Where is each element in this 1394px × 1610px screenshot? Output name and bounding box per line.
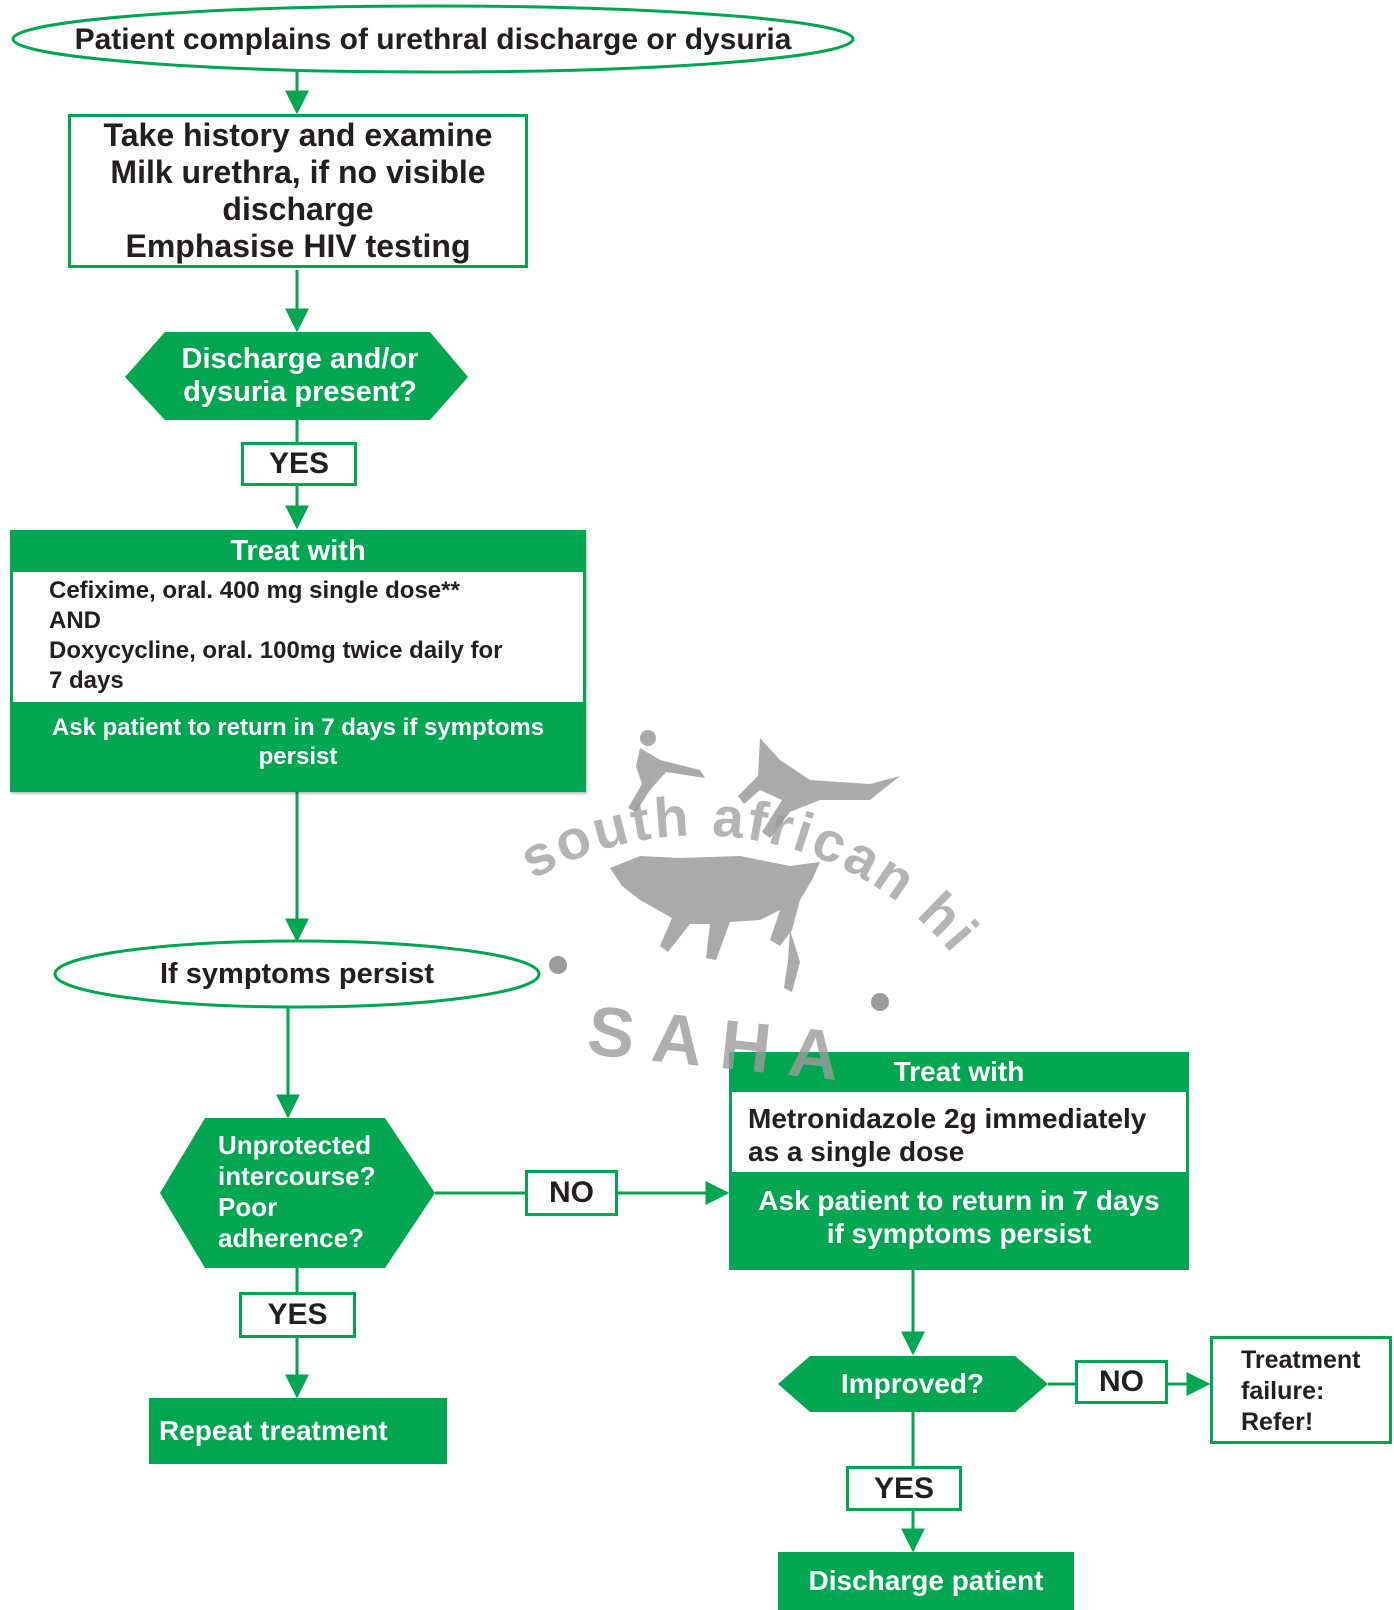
persist-text: If symptoms persist [160, 957, 434, 990]
treat2-block: Treat with Metronidazole 2g immediately … [729, 1052, 1189, 1270]
treat1-footer-line: persist [258, 743, 338, 770]
treat1-line: AND [49, 607, 101, 634]
decision2-text: Unprotected intercourse? Poor adherence? [218, 1130, 418, 1254]
no-label: NO [1075, 1360, 1168, 1404]
yes-label: YES [846, 1466, 962, 1511]
start-text: Patient complains of urethral discharge … [74, 23, 792, 56]
history-line: Milk urethra, if no visible [110, 154, 486, 190]
treat2-footer-line: if symptoms persist [826, 1218, 1092, 1249]
failure-line: Refer! [1241, 1408, 1314, 1436]
treat2-line: Metronidazole 2g immediately [748, 1103, 1147, 1134]
decision2-line: Unprotected [218, 1130, 372, 1160]
yes-label: YES [239, 1292, 356, 1338]
treat1-line: Doxycycline, oral. 100mg twice daily for [49, 637, 503, 664]
decision3-hexagon [778, 1356, 1048, 1412]
treat1-footer: Ask patient to return in 7 days if sympt… [10, 702, 586, 782]
treat2-footer-line: Ask patient to return in 7 days [758, 1185, 1160, 1216]
decision2-hexagon [160, 1118, 435, 1268]
start-node: Patient complains of urethral discharge … [20, 10, 846, 70]
decision1-text: Discharge and/or dysuria present? [150, 337, 450, 415]
decision3-text: Improved? [840, 1368, 985, 1399]
treat2-footer: Ask patient to return in 7 days if sympt… [729, 1172, 1189, 1262]
history-line: Take history and examine [103, 117, 493, 153]
repeat-treatment-box: Repeat treatment [149, 1398, 447, 1464]
yes-label: YES [241, 442, 357, 486]
no-label: NO [525, 1170, 618, 1216]
history-line: Emphasise HIV testing [125, 228, 471, 264]
discharge-text: Discharge patient [808, 1565, 1044, 1596]
treat1-line: Cefixime, oral. 400 mg single dose** [49, 577, 460, 604]
treat1-footer-line: Ask patient to return in 7 days if sympt… [51, 714, 545, 741]
treat2-content: Metronidazole 2g immediately as a single… [732, 1092, 1186, 1172]
decision2-line: Poor [218, 1192, 278, 1222]
treat1-block: Treat with Cefixime, oral. 400 mg single… [10, 530, 586, 792]
failure-line: Treatment [1241, 1346, 1361, 1374]
treat1-header: Treat with [230, 534, 366, 567]
decision2-line: adherence? [218, 1223, 364, 1253]
treat1-content: Cefixime, oral. 400 mg single dose** AND… [13, 572, 583, 702]
decision1-line: Discharge and/or [181, 343, 419, 375]
discharge-patient-box: Discharge patient [778, 1552, 1074, 1610]
treatment-failure-box: Treatment failure: Refer! [1210, 1336, 1392, 1444]
decision1-hexagon [125, 332, 468, 420]
decision2-line: intercourse? [218, 1161, 376, 1191]
treat1-line: 7 days [49, 667, 124, 694]
history-box: Take history and examine Milk urethra, i… [68, 114, 528, 268]
treat2-line: as a single dose [748, 1136, 965, 1167]
repeat-text: Repeat treatment [159, 1415, 388, 1446]
persist-node: If symptoms persist [60, 945, 534, 1003]
decision1-line: dysuria present? [183, 376, 417, 408]
failure-line: failure: [1241, 1377, 1325, 1405]
treat2-header: Treat with [893, 1056, 1025, 1087]
start-oval [11, 4, 855, 74]
history-line: discharge [222, 191, 374, 227]
